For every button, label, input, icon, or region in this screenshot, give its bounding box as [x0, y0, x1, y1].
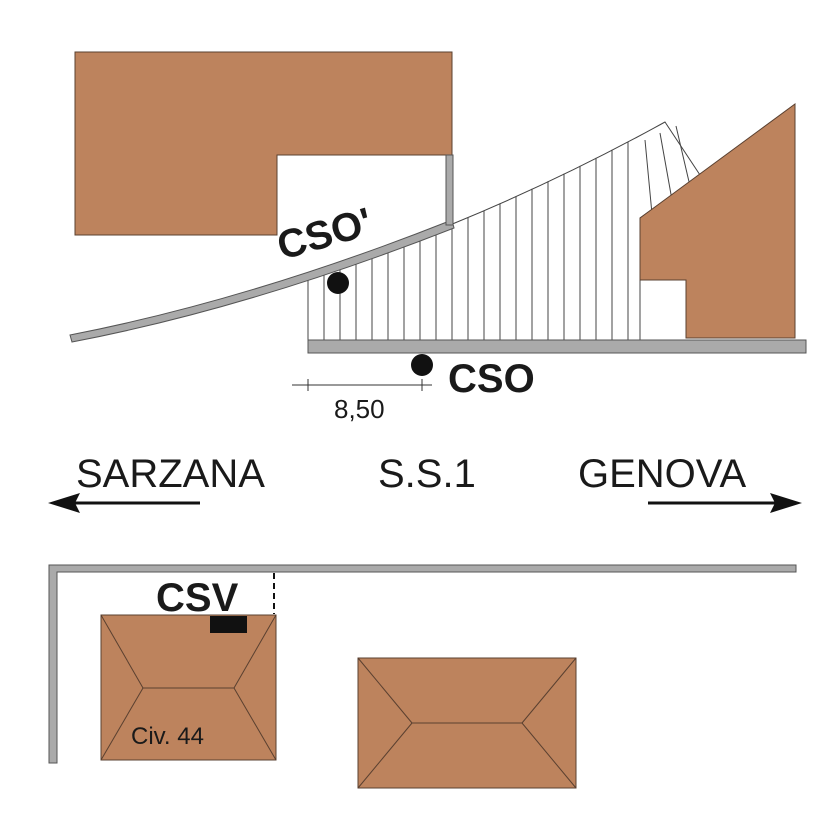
cso-label: CSO [448, 357, 535, 401]
dimension-line [292, 379, 432, 391]
cso-prime-marker [327, 272, 349, 294]
road-label: S.S.1 [378, 452, 476, 496]
hatched-area [307, 121, 701, 341]
bottom-wall [48, 564, 797, 764]
hatch-line [644, 139, 653, 215]
hatch-lines [323, 125, 691, 340]
building-top-right [639, 103, 796, 339]
genova-label: GENOVA [578, 452, 747, 496]
vertical-wall-top [445, 154, 454, 226]
csv-label: CSV [156, 576, 239, 620]
hatched-area-outline [307, 121, 701, 341]
base-wall-top [307, 339, 807, 354]
hatch-line [659, 132, 673, 201]
sarzana-label: SARZANA [76, 452, 265, 496]
right-arrow-icon [648, 493, 802, 513]
hatch-line [675, 125, 691, 187]
cso-marker [411, 354, 433, 376]
dimension-label: 8,50 [334, 394, 385, 424]
left-arrow-icon [48, 493, 200, 513]
building-bottom-right [357, 657, 577, 789]
house-number-label: Civ. 44 [131, 723, 204, 750]
building-civ-44 [100, 614, 277, 761]
building-top-left [74, 51, 453, 236]
csv-sensor [210, 616, 247, 633]
